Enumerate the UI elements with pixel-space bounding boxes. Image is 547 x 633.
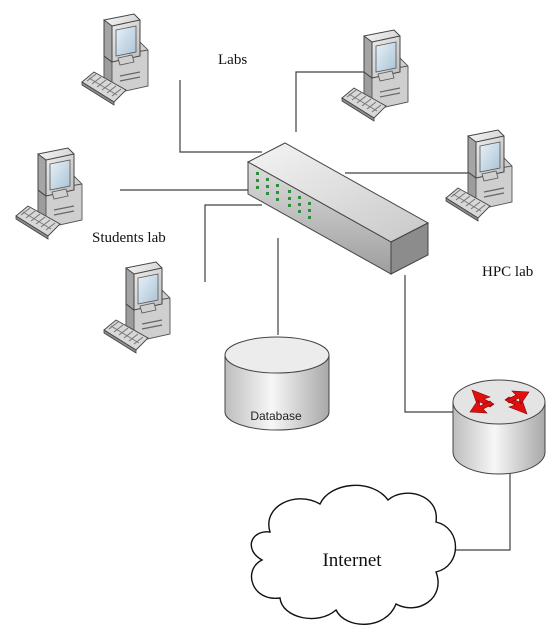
students-lab-label: Students lab <box>92 230 166 246</box>
link-internet <box>430 470 511 551</box>
internet-label: Internet <box>322 550 382 571</box>
link-router <box>404 275 453 413</box>
labs-computer-left-icon <box>81 13 149 106</box>
router-icon <box>452 379 546 475</box>
database-icon: Database <box>224 336 330 431</box>
link-labs-right <box>295 71 372 132</box>
link-students-lower <box>204 204 262 282</box>
database-label: Database <box>250 409 302 423</box>
hpc-lab-label: HPC lab <box>482 264 533 280</box>
network-switch-icon <box>246 142 430 275</box>
connection-lines <box>120 71 511 551</box>
cloud-icon: Internet <box>250 484 457 625</box>
labs-label: Labs <box>218 52 247 68</box>
students-lab-computer-upper-icon <box>15 147 83 240</box>
switch-status-leds <box>256 172 311 219</box>
link-labs-left <box>179 80 262 153</box>
students-lab-computer-lower-icon <box>103 261 171 354</box>
hpc-lab-computer-icon <box>445 129 513 222</box>
router-arrows <box>469 389 530 415</box>
labs-computer-right-icon <box>341 29 409 122</box>
